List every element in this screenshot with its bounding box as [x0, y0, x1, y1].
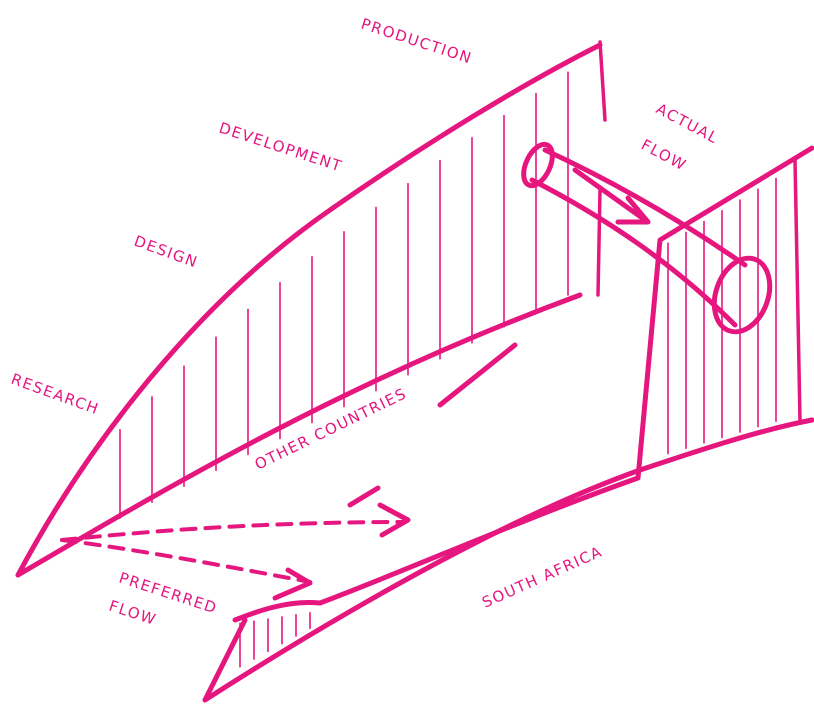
upper-wedge-top-curve — [15, 42, 603, 578]
label-preferred-flow-line2: FLOW — [107, 597, 159, 629]
preferred-flow-arrow-upper — [60, 520, 407, 542]
actual-flow-arrow — [572, 167, 651, 225]
upper-wedge-hatching — [119, 71, 569, 519]
lower-region-back-edge — [793, 158, 802, 422]
upper-wedge-bottom-edge — [15, 292, 583, 578]
accent-dash — [437, 342, 518, 408]
pipe-body — [529, 147, 748, 328]
lower-region-bottom-edge — [202, 417, 814, 703]
label-actual-flow-line1: ACTUAL — [653, 100, 722, 148]
label-design: DESIGN — [132, 232, 201, 272]
preferred-flow-arrow-lower — [60, 538, 312, 584]
lower-region-left-edge — [202, 617, 248, 703]
pipe-front-cap — [711, 255, 773, 335]
upper-wedge-back-edge — [596, 40, 607, 297]
label-research: RESEARCH — [9, 370, 102, 419]
label-actual-flow-line2: FLOW — [638, 136, 690, 175]
label-south-africa: SOUTH AFRICA — [479, 542, 605, 611]
preferred-flow-arrowhead-lower — [272, 567, 313, 601]
label-production: PRODUCTION — [359, 15, 475, 68]
pipe-back-cap — [521, 141, 555, 189]
lower-region-top-edge — [232, 145, 814, 623]
preferred-flow-arrowhead-upper — [347, 485, 411, 538]
label-development: DEVELOPMENT — [217, 119, 345, 176]
